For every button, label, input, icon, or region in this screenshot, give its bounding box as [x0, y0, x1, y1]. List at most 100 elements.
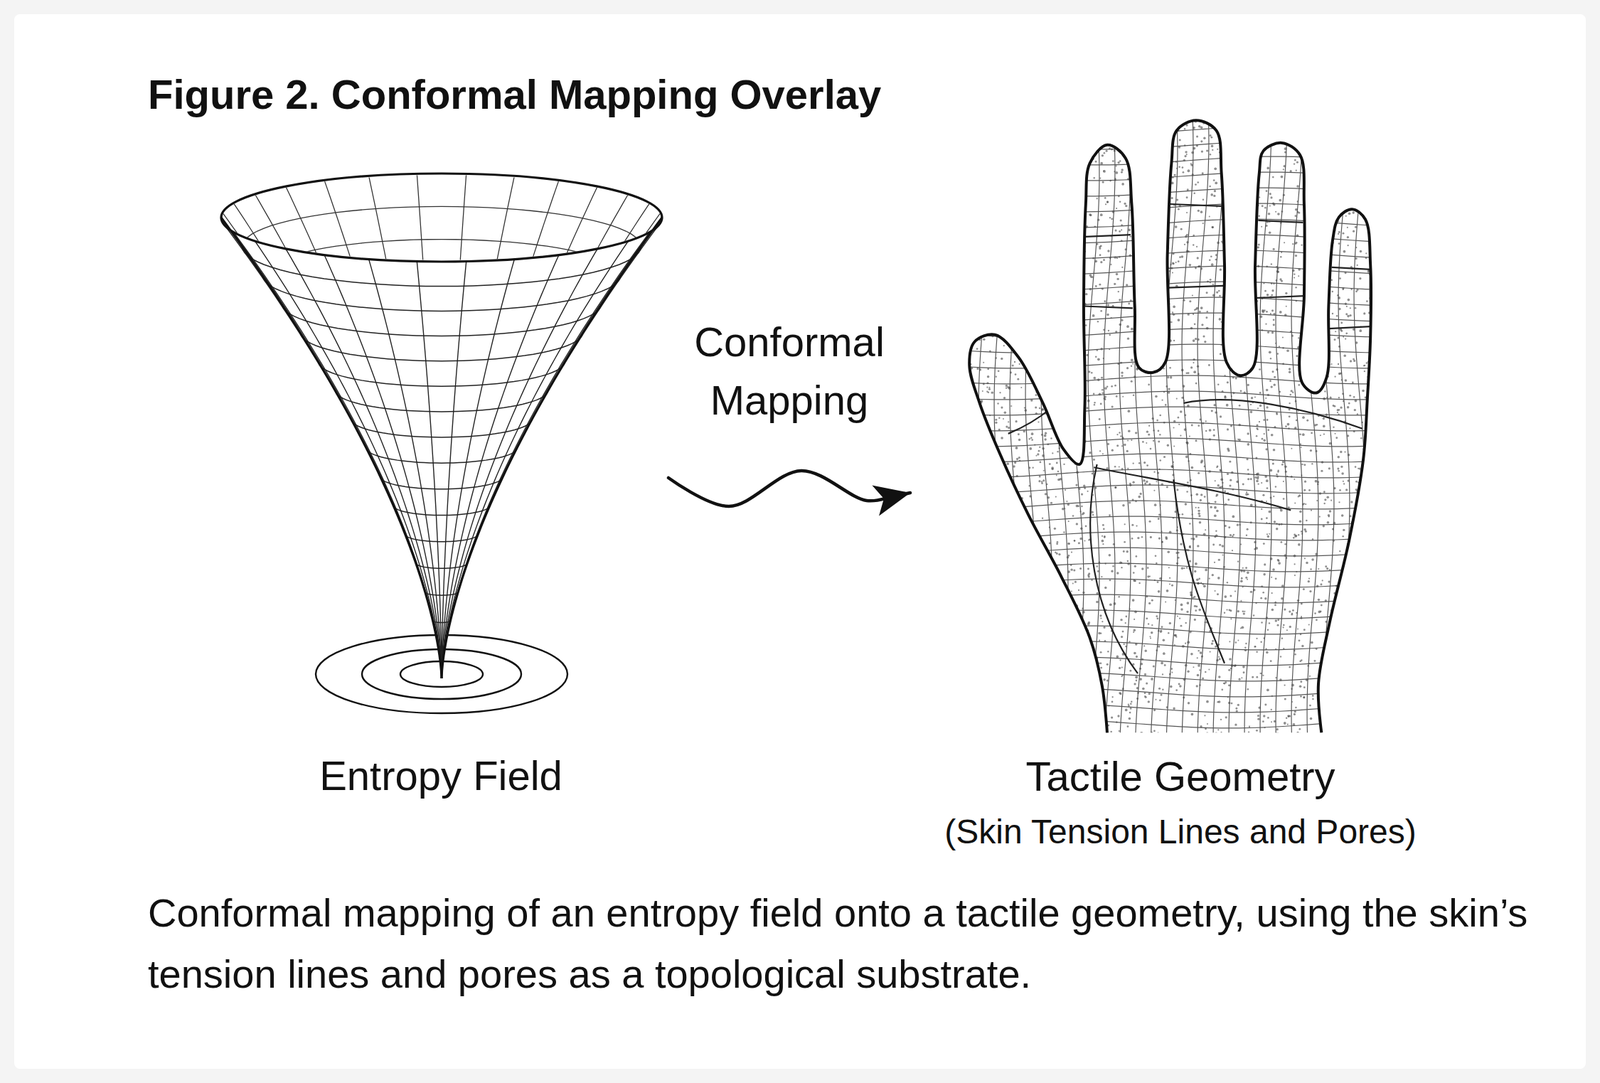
pore-dot [1257, 113, 1260, 116]
pore-dot [1193, 115, 1197, 119]
pore-dot [967, 140, 970, 142]
pore-dot [996, 681, 1000, 685]
pore-dot [1281, 584, 1285, 588]
pore-dot [1348, 427, 1351, 429]
pore-dot [1110, 317, 1113, 319]
pore-dot [987, 368, 990, 371]
pore-dot [1203, 465, 1207, 468]
pore-dot [1049, 737, 1052, 740]
pore-dot [1189, 593, 1192, 596]
pore-dot [1136, 686, 1139, 690]
pore-dot [1095, 260, 1098, 264]
pore-dot [1209, 651, 1212, 653]
pore-dot [1109, 579, 1111, 581]
pore-dot [1017, 167, 1021, 171]
pore-dot [1208, 185, 1212, 188]
pore-dot [1158, 536, 1161, 540]
tension-line [1369, 113, 1381, 740]
pore-dot [1262, 714, 1266, 717]
pore-dot [1120, 171, 1123, 174]
pore-dot [1166, 444, 1170, 447]
pore-dot [1109, 256, 1112, 259]
pore-dot [1125, 615, 1128, 618]
tension-line [952, 297, 1380, 306]
pore-dot [1065, 612, 1067, 615]
pore-dot [1220, 344, 1222, 346]
pore-dot [1194, 267, 1197, 270]
pore-dot [1295, 612, 1298, 614]
pore-dot [1034, 221, 1037, 224]
pore-dot [1171, 271, 1174, 274]
pore-dot [1083, 153, 1087, 157]
pore-dot [1257, 482, 1259, 485]
pore-dot [1074, 377, 1077, 380]
pore-dot [1323, 502, 1325, 505]
pore-dot [1042, 175, 1044, 178]
pore-dot [1119, 659, 1121, 661]
interior-meridian [466, 175, 515, 434]
pore-dot [1217, 576, 1221, 580]
pore-dot [1064, 489, 1066, 491]
pore-dot [1307, 288, 1310, 291]
pore-dot [1366, 300, 1369, 303]
pore-dot [1021, 603, 1024, 606]
pore-dot [1230, 471, 1234, 475]
pore-dot [1109, 736, 1112, 739]
pore-dot [1291, 141, 1293, 143]
pore-dot [1190, 366, 1193, 369]
pore-dot [1106, 663, 1109, 666]
pore-dot [1051, 300, 1054, 303]
pore-dot [1235, 155, 1239, 158]
pore-dot [1295, 571, 1298, 573]
pore-dot [1144, 673, 1147, 676]
pore-dot [1102, 452, 1104, 455]
pore-dot [1176, 526, 1179, 528]
pore-dot [1339, 550, 1341, 552]
pore-dot [1150, 677, 1154, 681]
pore-dot [1063, 531, 1065, 533]
pore-dot [1015, 519, 1018, 522]
pore-dot [1159, 577, 1162, 581]
pore-dot [1208, 470, 1212, 473]
pore-dot [1002, 418, 1005, 420]
pore-dot [1120, 239, 1123, 242]
pore-dot [1128, 123, 1131, 126]
pore-dot [1290, 475, 1293, 478]
pore-dot [1106, 385, 1108, 387]
pore-dot [1221, 390, 1224, 393]
pore-dot [969, 210, 973, 213]
pore-dot [1010, 405, 1012, 407]
pore-dot [1305, 126, 1308, 129]
pore-dot [1331, 312, 1334, 315]
pore-dot [1238, 265, 1241, 268]
pore-dot [1068, 679, 1070, 681]
pore-dot [1006, 502, 1010, 505]
pore-dot [1282, 497, 1285, 500]
pore-dot [1371, 560, 1373, 562]
pore-dot [1363, 470, 1366, 473]
interior-meridian [505, 194, 629, 441]
interior-meridian [512, 203, 650, 444]
pore-dot [1180, 228, 1183, 231]
pore-dot [986, 381, 989, 384]
pore-dot [1319, 434, 1322, 436]
pore-dot [1011, 364, 1015, 367]
pore-dot [1094, 487, 1097, 490]
pore-dot [1252, 224, 1254, 226]
pore-dot [1266, 487, 1269, 490]
pore-dot [1285, 126, 1288, 129]
pore-dot [1197, 209, 1200, 212]
pore-dot [1029, 200, 1032, 203]
pore-dot [1234, 324, 1236, 326]
funnel-meridian [233, 231, 442, 679]
pore-dot [1378, 563, 1381, 566]
pore-dot [1100, 130, 1103, 133]
pore-dot [977, 284, 980, 287]
pore-dot [1101, 392, 1103, 394]
pore-dot [1317, 598, 1321, 602]
pore-dot [1024, 222, 1027, 225]
pore-dot [1068, 219, 1071, 222]
pore-dot [1370, 502, 1373, 505]
tension-line [952, 109, 1380, 119]
pore-dot [1254, 737, 1257, 740]
